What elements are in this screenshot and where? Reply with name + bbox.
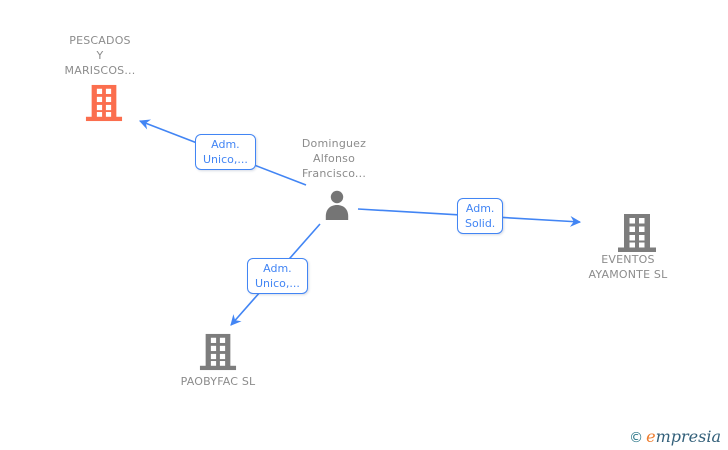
person-icon[interactable] (322, 189, 352, 227)
edge-label-line-2: Unico,... (255, 277, 300, 290)
edge-label-adm-unico-paobyfac[interactable]: Adm. Unico,... (247, 258, 308, 294)
node-dominguez-label[interactable]: Dominguez Alfonso Francisco... (274, 136, 394, 181)
node-eventos-line-2: AYAMONTE SL (588, 268, 668, 281)
edge-label-line-2: Unico,... (203, 153, 248, 166)
node-eventos-label[interactable]: EVENTOS AYAMONTE SL (568, 252, 688, 282)
building-icon-gray (618, 214, 656, 252)
brand-rest: mpresia (655, 427, 721, 446)
node-pescados-label[interactable]: PESCADOS Y MARISCOS... (40, 33, 160, 78)
building-icon-gray (199, 333, 237, 371)
copyright-symbol: © (629, 430, 644, 446)
edge-label-line-1: Adm. (211, 138, 240, 151)
node-dominguez-line-3: Francisco... (301, 167, 367, 180)
node-pescados-line-1: PESCADOS (69, 34, 131, 47)
node-dominguez-line-1: Dominguez (301, 137, 367, 150)
edge-label-adm-unico-pescados[interactable]: Adm. Unico,... (195, 134, 256, 170)
node-pescados-line-3: MARISCOS... (64, 64, 136, 77)
person-icon-glyph (325, 190, 349, 220)
node-paobyfac-label[interactable]: PAOBYFAC SL (158, 374, 278, 389)
edge-label-line-1: Adm. (263, 262, 292, 275)
edge-label-line-2: Solid. (465, 217, 496, 230)
node-eventos-line-1: EVENTOS (601, 253, 655, 266)
brand-name: empresia (646, 427, 721, 446)
empresia-logo[interactable]: ©empresia (629, 427, 721, 446)
node-pescados-line-2: Y (96, 49, 104, 62)
building-icon[interactable] (85, 84, 123, 126)
building-icon[interactable] (617, 213, 657, 257)
building-icon-orange (85, 84, 123, 122)
node-dominguez-line-2: Alfonso (312, 152, 356, 165)
building-icon[interactable] (199, 333, 237, 375)
edge-label-line-1: Adm. (465, 202, 495, 215)
node-paobyfac-line-1: PAOBYFAC SL (180, 375, 256, 388)
brand-initial: e (646, 427, 656, 446)
edge-label-adm-solid-eventos[interactable]: Adm. Solid. (457, 198, 504, 234)
